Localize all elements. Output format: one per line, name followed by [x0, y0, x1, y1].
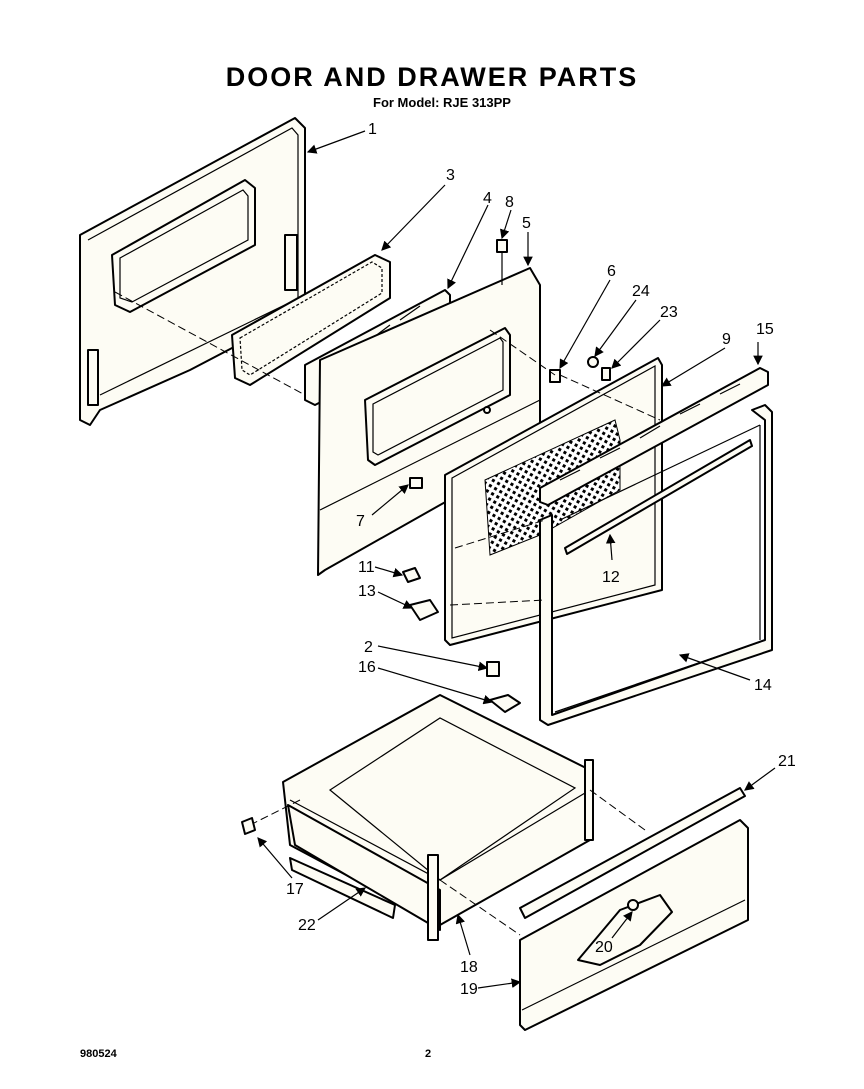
callout-20: 20 — [595, 939, 613, 956]
callout-1: 1 — [368, 121, 377, 138]
callout-14: 14 — [754, 677, 772, 694]
callout-2: 2 — [364, 639, 373, 656]
outer-door-panel — [79, 117, 306, 426]
drawer-front-panel — [519, 819, 749, 1031]
drawer-body — [282, 694, 594, 941]
door-frame — [539, 404, 773, 726]
callout-9: 9 — [722, 331, 731, 348]
door-rod — [564, 439, 753, 555]
small-parts-cluster — [549, 356, 611, 383]
callout-21: 21 — [778, 753, 796, 770]
callout-16: 16 — [358, 659, 376, 676]
drawer-trim — [519, 787, 746, 919]
callout-22: 22 — [298, 917, 316, 934]
page-number: 2 — [425, 1048, 432, 1060]
callout-7: 7 — [356, 513, 365, 530]
door-gasket — [231, 254, 391, 386]
callout-8: 8 — [505, 194, 514, 211]
document-number: 980524 — [80, 1048, 117, 1060]
callout-15: 15 — [756, 321, 774, 338]
callout-23: 23 — [660, 304, 678, 321]
callout-5: 5 — [522, 215, 531, 232]
callout-6: 6 — [607, 263, 616, 280]
hinge-parts — [402, 567, 521, 713]
callout-24: 24 — [632, 283, 650, 300]
model-subtitle: For Model: RJE 313PP — [373, 95, 511, 110]
callout-17: 17 — [286, 881, 304, 898]
door-top-trim — [539, 367, 769, 506]
callout-3: 3 — [446, 167, 455, 184]
callout-18: 18 — [460, 959, 478, 976]
drawer-glide-bracket — [241, 817, 256, 835]
callout-4: 4 — [483, 190, 492, 207]
callout-11: 11 — [358, 559, 375, 576]
callout-19: 19 — [460, 981, 478, 998]
page-title: DOOR AND DRAWER PARTS — [225, 62, 639, 92]
callout-12: 12 — [602, 569, 620, 586]
callout-13: 13 — [358, 583, 376, 600]
